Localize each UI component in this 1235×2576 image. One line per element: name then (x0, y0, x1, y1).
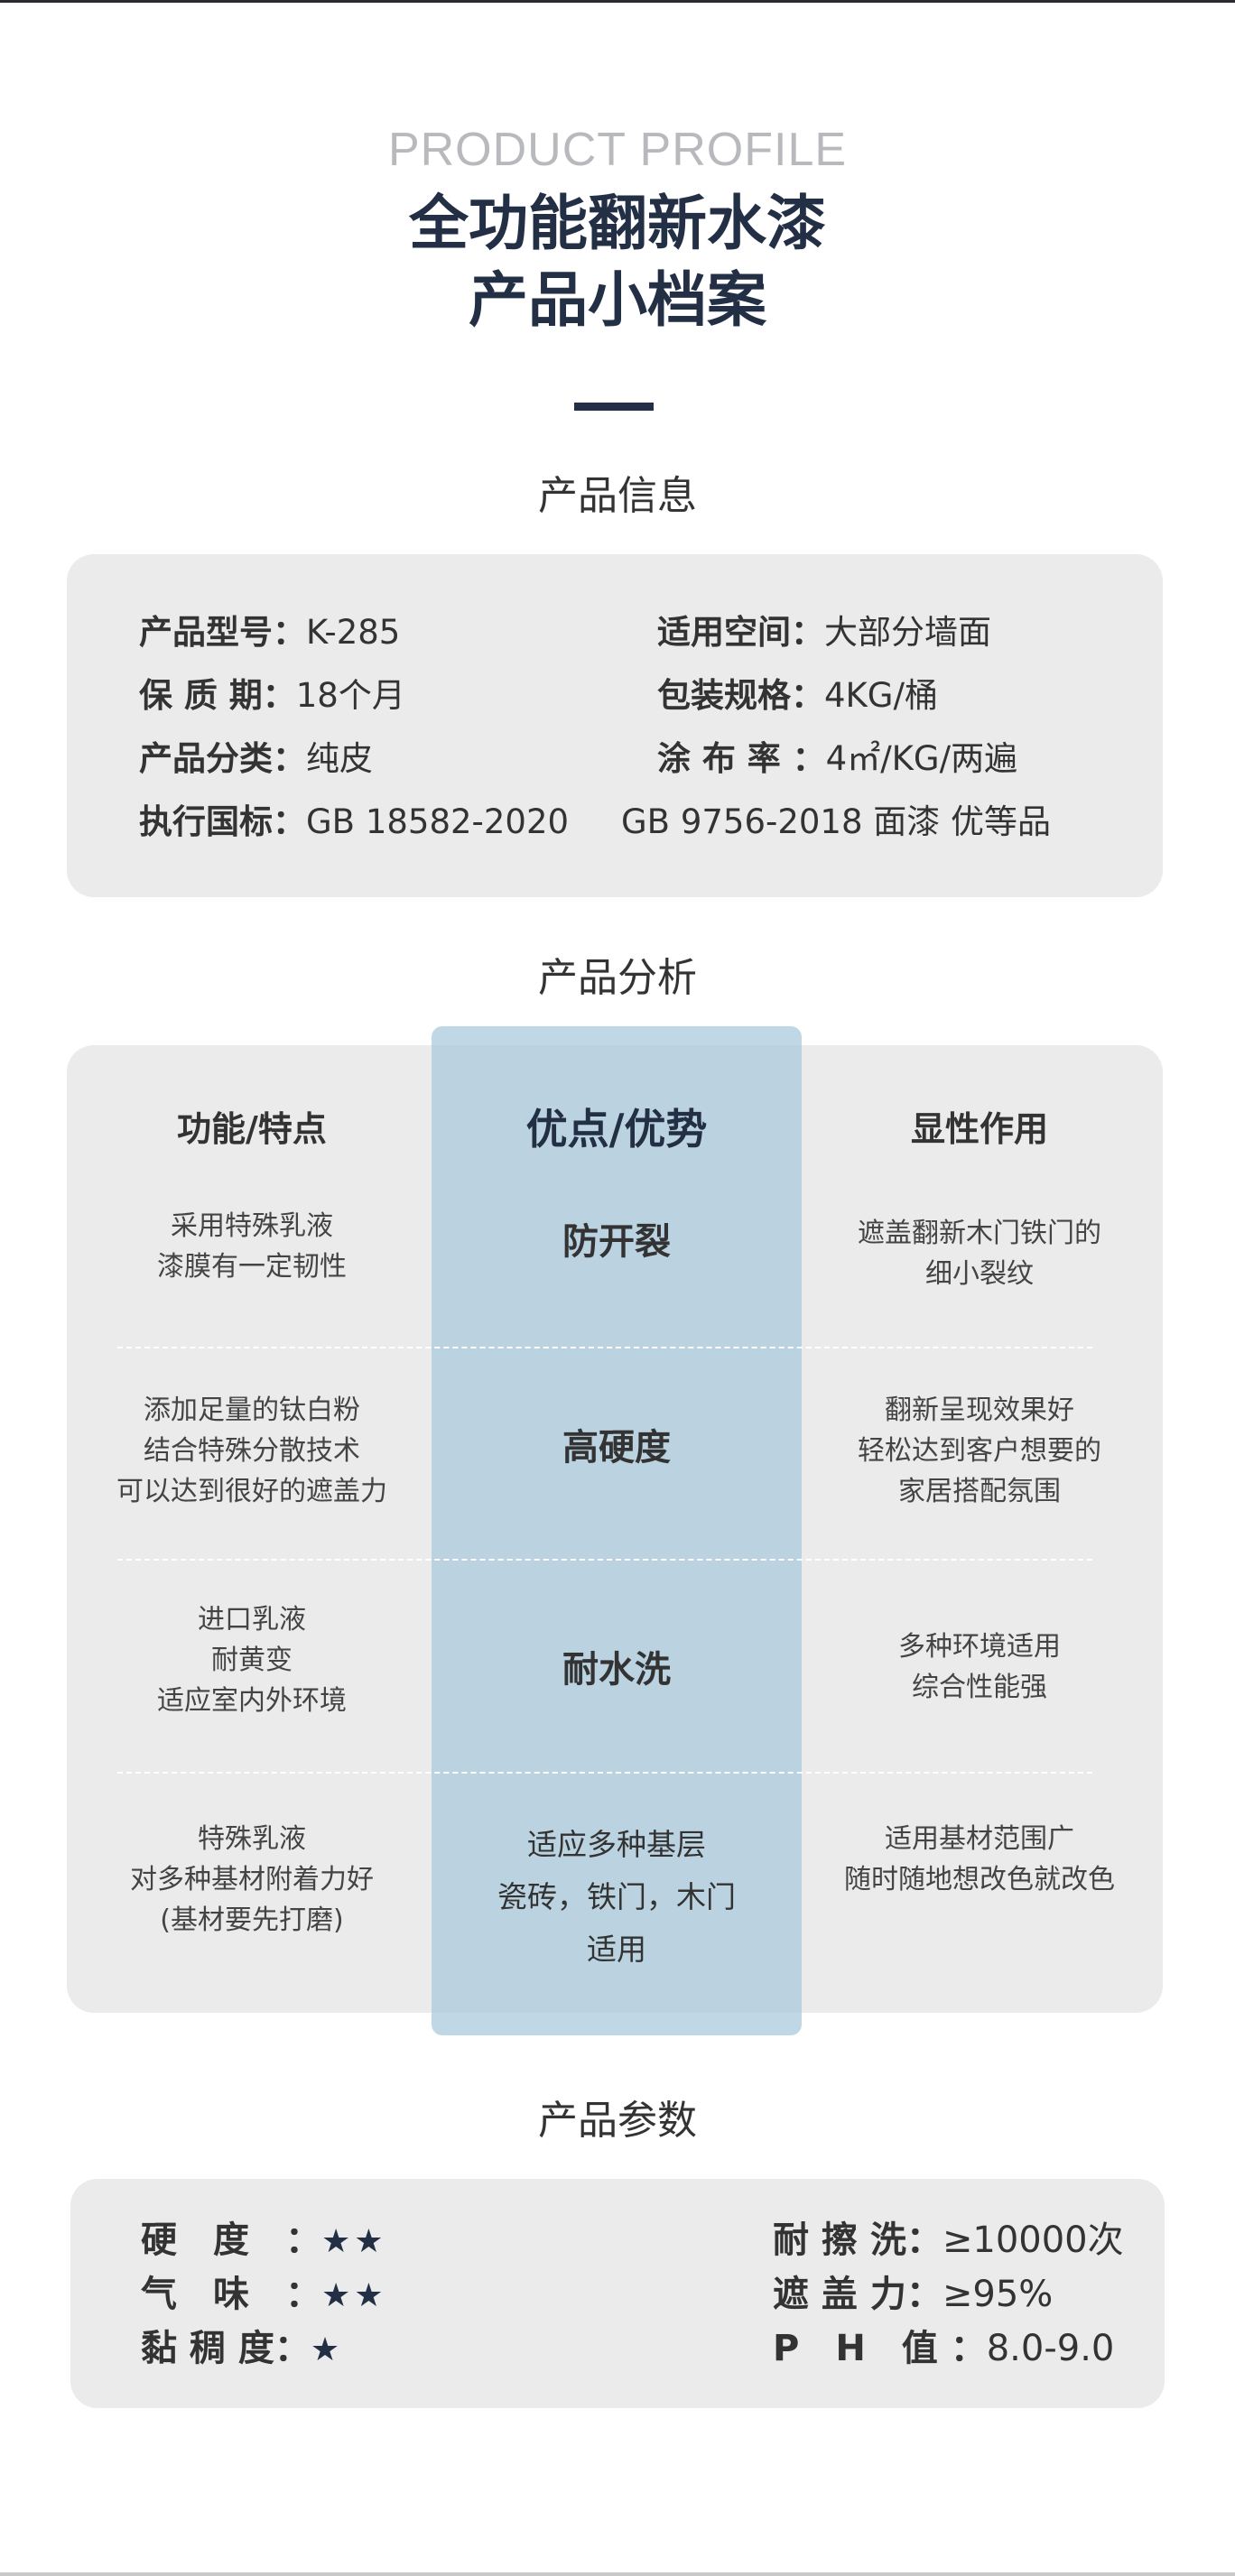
text-line: 特殊乳液 (198, 1823, 306, 1855)
param-hiding-power: 遮 盖 力：≥95% (773, 2276, 1053, 2312)
info-label: 产品型号： (139, 613, 306, 652)
text-line: 耐水洗 (562, 1649, 671, 1691)
info-package: 包装规格：4KG/桶 (657, 679, 938, 712)
param-hardness: 硬 度 ：★★ (141, 2222, 387, 2258)
param-value: 8.0-9.0 (986, 2328, 1115, 2369)
text-line: 采用特殊乳液 (171, 1210, 333, 1242)
param-label: 气 味 ： (141, 2274, 321, 2315)
text-line: 进口乳液 (198, 1604, 306, 1635)
text-line: 翻新呈现效果好 (885, 1395, 1074, 1426)
text-line: 轻松达到客户想要的 (858, 1435, 1101, 1467)
info-label: 适用空间： (657, 613, 824, 652)
text-line: 高硬度 (562, 1427, 671, 1469)
param-scrub-resistance: 耐 擦 洗：≥10000次 (773, 2222, 1124, 2258)
info-value: GB 9756-2018 面漆 优等品 (621, 802, 1052, 841)
info-shelf-life: 保 质 期：18个月 (139, 679, 405, 712)
param-label: 硬 度 ： (141, 2219, 321, 2261)
param-label: 黏 稠 度： (141, 2328, 311, 2369)
params-card (70, 2179, 1165, 2408)
text-line: 瓷砖，铁门，木门 (497, 1879, 736, 1914)
title-divider (574, 403, 654, 411)
star-rating-icon: ★★ (321, 2277, 387, 2314)
text-line: 随时随地想改色就改色 (844, 1864, 1115, 1895)
info-model: 产品型号：K-285 (139, 616, 400, 649)
text-line: 结合特殊分散技术 (144, 1435, 360, 1467)
param-label: 耐 擦 洗： (773, 2219, 942, 2261)
analysis-row-2-effect: 翻新呈现效果好 轻松达到客户想要的 家居搭配氛围 (796, 1390, 1163, 1512)
page-title-line-1: 全功能翻新水漆 (409, 189, 826, 258)
analysis-row-3-effect: 多种环境适用 综合性能强 (796, 1626, 1163, 1708)
analysis-highlight-column (432, 1026, 802, 2035)
section-title-analysis: 产品分析 (538, 955, 697, 1001)
info-category: 产品分类：纯皮 (139, 742, 373, 775)
text-line: 遮盖翻新木门铁门的 (858, 1218, 1101, 1249)
star-rating-icon: ★ (310, 2331, 344, 2368)
param-label: 遮 盖 力： (773, 2274, 942, 2315)
column-header-effects: 显性作用 (910, 1109, 1048, 1149)
param-value: ≥10000次 (942, 2219, 1124, 2261)
info-standard-secondary: GB 9756-2018 面漆 优等品 (621, 805, 1051, 839)
top-border (0, 0, 1235, 3)
row-divider (117, 1772, 1092, 1774)
info-value: K-285 (306, 613, 401, 652)
text-line: 添加足量的钛白粉 (144, 1395, 360, 1426)
text-line: 适用基材范围广 (885, 1823, 1074, 1855)
analysis-row-4-advantage: 适应多种基层 瓷砖，铁门，木门 适用 (432, 1819, 802, 1976)
info-card (67, 554, 1163, 897)
page-title-line-2: 产品小档案 (469, 265, 766, 335)
text-line: 家居搭配氛围 (898, 1476, 1061, 1507)
param-label: P H 值 ： (773, 2328, 987, 2369)
analysis-row-1-effect: 遮盖翻新木门铁门的 细小裂纹 (796, 1213, 1163, 1294)
info-value: 4KG/桶 (824, 676, 938, 715)
param-ph-value: P H 值 ：8.0-9.0 (773, 2330, 1114, 2367)
text-line: 防开裂 (562, 1221, 671, 1263)
info-label: 产品分类： (139, 739, 306, 778)
analysis-row-4-effect: 适用基材范围广 随时随地想改色就改色 (796, 1819, 1163, 1900)
text-line: 漆膜有一定韧性 (157, 1251, 347, 1283)
info-label: 涂 布 率 ： (657, 739, 826, 778)
text-line: 可以达到很好的遮盖力 (116, 1476, 387, 1507)
eyebrow-text: PRODUCT PROFILE (387, 124, 848, 176)
info-value: 大部分墙面 (824, 613, 991, 652)
analysis-row-1-feature: 采用特殊乳液 漆膜有一定韧性 (67, 1206, 437, 1287)
column-header-features: 功能/特点 (177, 1109, 327, 1149)
text-line: 多种环境适用 (898, 1631, 1061, 1663)
analysis-row-2-feature: 添加足量的钛白粉 结合特殊分散技术 可以达到很好的遮盖力 (67, 1390, 437, 1512)
info-label: 保 质 期： (139, 676, 296, 715)
text-line: 适用 (587, 1932, 646, 1967)
info-label: 包装规格： (657, 676, 824, 715)
text-line: 适应室内外环境 (157, 1685, 347, 1717)
text-line: (基材要先打磨) (160, 1904, 344, 1936)
bottom-border (0, 2572, 1235, 2576)
info-space: 适用空间：大部分墙面 (657, 616, 991, 649)
row-divider (117, 1347, 1092, 1348)
param-odor: 气 味 ：★★ (141, 2276, 387, 2312)
analysis-row-3-feature: 进口乳液 耐黄变 适应室内外环境 (67, 1599, 437, 1721)
analysis-row-4-feature: 特殊乳液 对多种基材附着力好 (基材要先打磨) (67, 1819, 437, 1941)
info-label: 执行国标： (139, 802, 306, 841)
analysis-row-2-advantage: 高硬度 (432, 1430, 802, 1466)
info-coverage-rate: 涂 布 率 ：4㎡/KG/两遍 (657, 742, 1017, 775)
row-divider (117, 1559, 1092, 1561)
column-header-advantages: 优点/优势 (525, 1105, 708, 1154)
analysis-row-1-advantage: 防开裂 (432, 1224, 802, 1260)
info-standard: 执行国标：GB 18582-2020 (139, 805, 569, 839)
text-line: 耐黄变 (211, 1645, 292, 1676)
info-value: 18个月 (295, 676, 405, 715)
section-title-params: 产品参数 (538, 2098, 697, 2144)
text-line: 对多种基材附着力好 (130, 1864, 374, 1895)
info-value: 4㎡/KG/两遍 (825, 739, 1018, 778)
text-line: 综合性能强 (912, 1672, 1047, 1703)
param-viscosity: 黏 稠 度：★ (141, 2330, 343, 2367)
info-value: 纯皮 (306, 739, 373, 778)
text-line: 适应多种基层 (527, 1827, 706, 1862)
param-value: ≥95% (942, 2274, 1054, 2315)
section-title-info: 产品信息 (538, 473, 697, 519)
text-line: 细小裂纹 (925, 1258, 1034, 1290)
analysis-row-3-advantage: 耐水洗 (432, 1652, 802, 1688)
info-value: GB 18582-2020 (306, 802, 570, 841)
star-rating-icon: ★★ (321, 2223, 387, 2260)
